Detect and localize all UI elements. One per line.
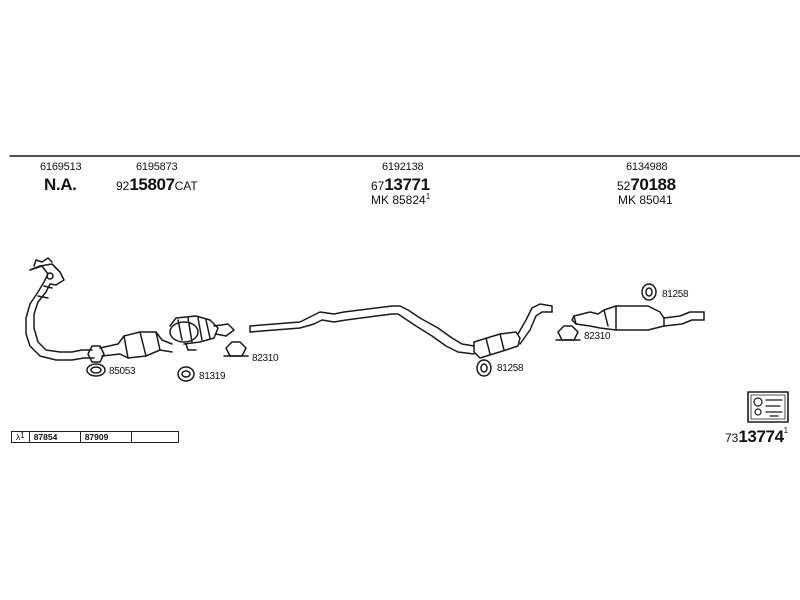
label-82310-right: 82310: [584, 331, 611, 342]
col3-code: 6192138: [382, 161, 424, 173]
col1-name: N.A.: [44, 175, 77, 194]
col3-mk-text: MK 85824: [371, 193, 426, 207]
gasket-81319: [177, 366, 195, 382]
front-pipe: [25, 257, 105, 363]
col4-code: 6134988: [626, 161, 668, 173]
col4-mk: MK 85041: [618, 193, 673, 207]
clamp-82310-right: [555, 325, 581, 341]
footer-prefix: 73: [725, 431, 739, 445]
col2-code: 6195873: [136, 161, 178, 173]
clamp-82310-left: [223, 341, 249, 357]
col2-part-number: 9215807CAT: [116, 176, 198, 194]
hanger-81258-right: [641, 283, 657, 301]
col3-part-number: 6713771: [371, 176, 430, 194]
col3-mk: MK 858241: [371, 192, 431, 207]
col4-part-number: 5270188: [617, 176, 676, 194]
col2-suffix: CAT: [174, 179, 198, 193]
footer-part-number: 73137741: [725, 426, 789, 446]
col1-code: 6169513: [40, 161, 82, 173]
rear-silencer: [571, 305, 705, 331]
fitting-kit-icon: [747, 391, 789, 423]
label-81258-right: 81258: [662, 289, 689, 300]
col4-prefix: 52: [617, 179, 631, 193]
legend-cell-87909: 87909: [79, 431, 132, 443]
legend-table: λ1 87854 87909: [11, 431, 179, 443]
col2-number: 15807: [129, 175, 175, 194]
legend-lambda: λ1: [11, 431, 30, 443]
label-85053: 85053: [109, 366, 136, 377]
col3-mk-sup: 1: [425, 192, 431, 201]
gasket-85053: [86, 363, 106, 377]
label-81319: 81319: [199, 371, 226, 382]
legend-cell-empty: [130, 431, 179, 443]
col3-number: 13771: [384, 175, 430, 194]
col2-prefix: 92: [116, 179, 130, 193]
intermediate-pipe: [249, 303, 553, 359]
footer-number: 13774: [738, 427, 784, 446]
label-82310-left: 82310: [252, 353, 279, 364]
hanger-81258-center: [476, 359, 492, 377]
footer-sup: 1: [783, 426, 789, 435]
col4-number: 70188: [630, 175, 676, 194]
catalytic-converter: [99, 315, 235, 359]
col3-prefix: 67: [371, 179, 385, 193]
label-81258-center: 81258: [497, 363, 524, 374]
legend-cell-87854: 87854: [28, 431, 81, 443]
